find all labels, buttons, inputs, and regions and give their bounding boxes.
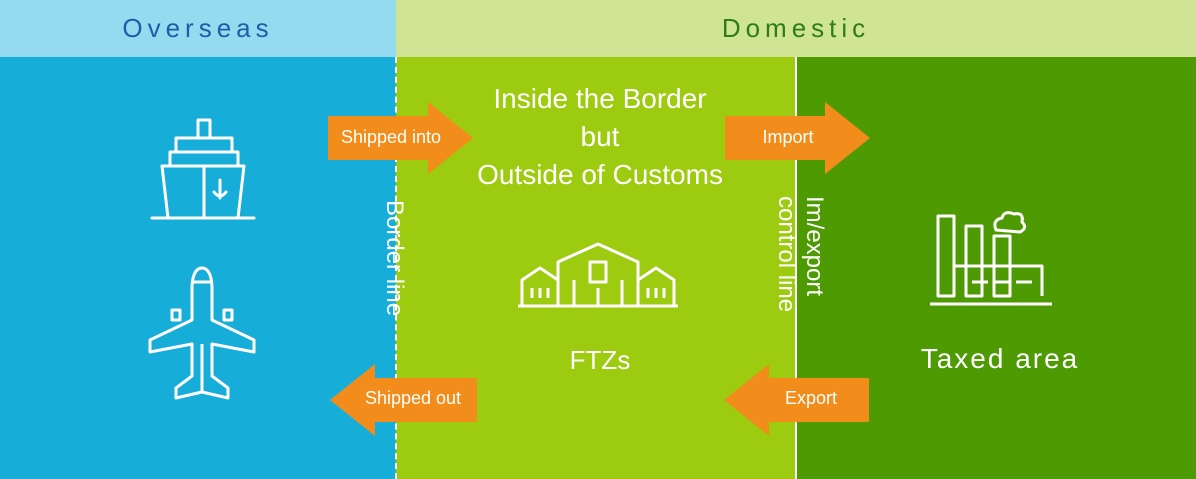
control-line-label-1: Im/export — [801, 196, 828, 297]
ftz-title: Inside the Border but Outside of Customs — [440, 80, 760, 194]
ftz-title-line-1: Inside the Border — [493, 83, 707, 114]
border-line-divider — [395, 57, 397, 479]
ftz-title-line-2: but — [580, 121, 620, 152]
shipped-out-label: Shipped out — [364, 388, 462, 408]
factory-icon — [930, 211, 1052, 306]
border-line-label: Border line — [381, 200, 408, 317]
overseas-header-label: Overseas — [122, 13, 274, 43]
shipped-out-arrow — [330, 364, 477, 436]
warehouse-icon — [518, 242, 678, 308]
export-label: Export — [784, 388, 838, 408]
control-line-label: Im/export control line — [770, 196, 828, 312]
domestic-header-label: Domestic — [721, 13, 871, 43]
overseas-header: Overseas — [0, 0, 396, 57]
shipped-into-label: Shipped into — [340, 127, 442, 147]
ship-icon — [150, 118, 256, 220]
ftz-title-line-3: Outside of Customs — [477, 159, 723, 190]
airplane-icon — [148, 266, 256, 400]
control-line-label-2: control line — [773, 196, 800, 313]
control-line-divider — [795, 57, 797, 479]
import-arrow — [725, 102, 870, 174]
ftz-label: FTZs — [569, 345, 631, 375]
shipped-into-arrow — [328, 102, 473, 174]
export-arrow — [724, 364, 869, 436]
domestic-header: Domestic — [396, 0, 1196, 57]
taxed-area-label: Taxed area — [920, 343, 1080, 374]
import-label: Import — [762, 127, 814, 147]
